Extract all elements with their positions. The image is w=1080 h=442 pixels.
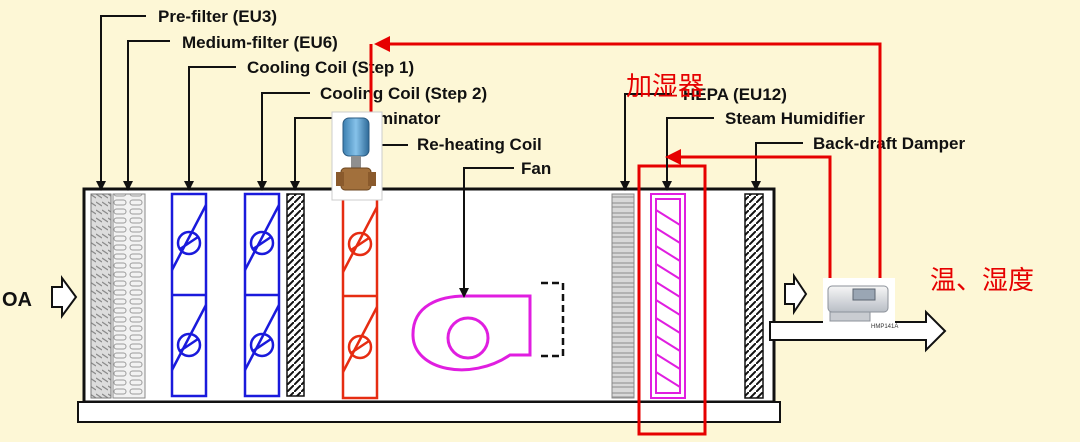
label-humidifier-cn: 加湿器	[626, 71, 704, 101]
label-cooling-coil-2: Cooling Coil (Step 2)	[320, 84, 487, 103]
inlet-arrow-icon	[51, 274, 78, 320]
cooling-coil-1	[170, 192, 208, 398]
label-oa: OA	[2, 289, 32, 311]
label-steam-humidifier: Steam Humidifier	[725, 109, 865, 128]
fan-outlet-bracket	[541, 281, 565, 358]
outlet-small-arrow-icon	[784, 272, 808, 316]
prefilter-element	[90, 193, 112, 399]
label-cooling-coil-1: Cooling Coil (Step 1)	[247, 58, 414, 77]
label-fan: Fan	[521, 159, 551, 178]
ahu-base	[77, 401, 781, 423]
back-draft-damper-element	[744, 193, 764, 399]
sensor-model-text: HMP141A	[871, 324, 898, 330]
label-temp-humidity-cn: 温、湿度	[930, 265, 1034, 295]
label-prefilter: Pre-filter (EU3)	[158, 7, 277, 26]
fan-housing	[411, 294, 532, 372]
leader-arrowheads	[96, 181, 761, 298]
motorized-valve-icon	[331, 111, 383, 201]
eliminator-element	[286, 193, 305, 397]
hepa-filter-element	[611, 193, 635, 399]
medium-filter-element	[112, 193, 146, 399]
label-reheat-coil: Re-heating Coil	[417, 135, 542, 154]
control-lines	[369, 42, 882, 279]
supply-air-arrow-icon	[769, 309, 947, 353]
steam-humidifier-element	[650, 193, 686, 399]
control-arrowheads	[374, 36, 681, 165]
humidity-temperature-transmitter-icon: HMP141A	[823, 278, 898, 330]
label-hepa: HEPA (EU12)	[683, 85, 787, 104]
label-back-draft-damper: Back-draft Damper	[813, 134, 965, 153]
humidifier-highlight-box	[637, 164, 707, 436]
label-eliminator: minator	[378, 109, 441, 128]
cooling-coil-2	[243, 192, 281, 398]
label-medium-filter: Medium-filter (EU6)	[182, 33, 338, 52]
